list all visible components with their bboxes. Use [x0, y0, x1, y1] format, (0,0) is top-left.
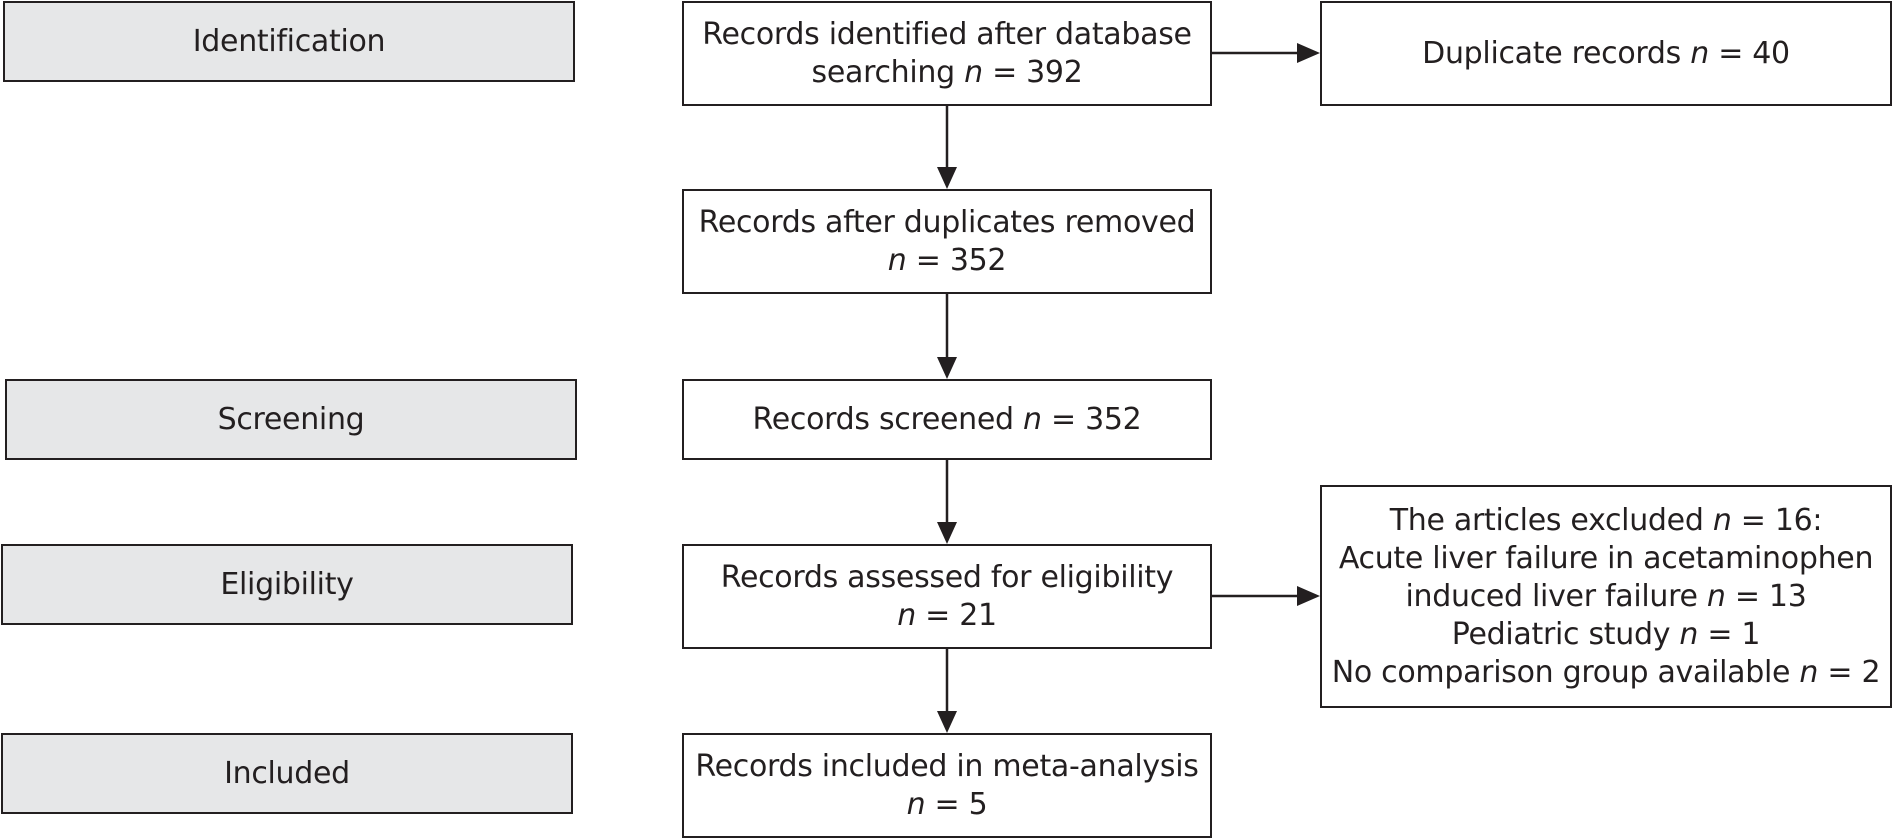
node-records-included-count: = 5	[925, 786, 988, 822]
n-variable: n	[1706, 578, 1726, 614]
n-variable: n	[1799, 654, 1819, 690]
node-records-after-duplicates-line1: Records after duplicates removed	[698, 204, 1196, 240]
n-variable: n	[1690, 35, 1709, 71]
exclusion-reason-3: No comparison group available n = 2	[1332, 654, 1881, 692]
node-records-after-duplicates: Records after duplicates removed n = 352	[682, 189, 1212, 294]
exclusion-reason-2-text: Pediatric study	[1451, 616, 1671, 652]
node-duplicate-records-line1: Duplicate records n = 40	[1422, 35, 1790, 73]
stage-label-identification: Identification	[3, 1, 575, 82]
node-records-screened-line1: Records screened n = 352	[753, 401, 1142, 439]
arrow-assessed-to-included	[937, 649, 957, 733]
node-articles-excluded-count: = 16:	[1731, 502, 1823, 538]
exclusion-reason-2: Pediatric study n = 1	[1451, 616, 1761, 654]
node-duplicate-records: Duplicate records n = 40	[1320, 1, 1892, 106]
exclusion-reason-1-line1: Acute liver failure in acetaminophen	[1338, 540, 1874, 576]
node-records-assessed-count: = 21	[915, 597, 997, 633]
node-records-after-duplicates-count: = 352	[906, 242, 1007, 278]
node-articles-excluded-header-text: The articles excluded	[1389, 502, 1704, 538]
arrow-assessed-to-excluded	[1212, 586, 1320, 606]
exclusion-reason-1-line2: induced liver failure n = 13	[1405, 578, 1806, 616]
node-records-screened-count: = 352	[1041, 401, 1142, 437]
node-records-identified-count: = 392	[982, 54, 1083, 90]
exclusion-reason-2-count: = 1	[1698, 616, 1761, 652]
node-records-included: Records included in meta-analysis n = 5	[682, 733, 1212, 838]
n-variable: n	[887, 242, 907, 278]
node-articles-excluded: The articles excluded n = 16: Acute live…	[1320, 485, 1892, 708]
node-records-assessed-line1: Records assessed for eligibility	[720, 559, 1174, 595]
node-records-after-duplicates-line2: n = 352	[887, 242, 1007, 280]
node-records-identified: Records identified after database search…	[682, 1, 1212, 106]
node-records-identified-line1: Records identified after database	[702, 16, 1192, 52]
stage-label-screening-text: Screening	[217, 401, 365, 437]
arrow-after-duplicates-to-screened	[937, 294, 957, 379]
exclusion-reason-1-count: = 13	[1725, 578, 1807, 614]
stage-label-eligibility-text: Eligibility	[220, 566, 354, 602]
exclusion-reason-3-text: No comparison group available	[1331, 654, 1791, 690]
stage-label-included-text: Included	[224, 755, 350, 791]
node-records-identified-line2-text: searching	[811, 54, 956, 90]
n-variable: n	[964, 54, 983, 90]
stage-label-eligibility: Eligibility	[1, 544, 573, 625]
node-records-included-line1: Records included in meta-analysis	[695, 748, 1199, 784]
n-variable: n	[1679, 616, 1699, 652]
arrow-screened-to-assessed	[937, 460, 957, 544]
n-variable: n	[906, 786, 926, 822]
stage-label-identification-text: Identification	[192, 23, 386, 59]
n-variable: n	[1023, 401, 1042, 437]
arrow-identified-to-duplicates	[1212, 43, 1320, 63]
n-variable: n	[1712, 502, 1732, 538]
node-duplicate-records-count: = 40	[1708, 35, 1790, 71]
stage-label-screening: Screening	[5, 379, 577, 460]
node-records-screened-text: Records screened	[752, 401, 1015, 437]
n-variable: n	[897, 597, 916, 633]
exclusion-reason-1-text: induced liver failure	[1405, 578, 1698, 614]
node-records-included-line2: n = 5	[907, 786, 988, 824]
node-records-screened: Records screened n = 352	[682, 379, 1212, 460]
node-records-assessed: Records assessed for eligibility n = 21	[682, 544, 1212, 649]
node-articles-excluded-header: The articles excluded n = 16:	[1390, 502, 1823, 540]
node-records-identified-line2: searching n = 392	[812, 54, 1083, 92]
node-records-assessed-line2: n = 21	[897, 597, 997, 635]
exclusion-reason-3-count: = 2	[1818, 654, 1881, 690]
stage-label-included: Included	[1, 733, 573, 814]
arrow-identified-to-after-duplicates	[937, 106, 957, 189]
node-duplicate-records-text: Duplicate records	[1422, 35, 1681, 71]
